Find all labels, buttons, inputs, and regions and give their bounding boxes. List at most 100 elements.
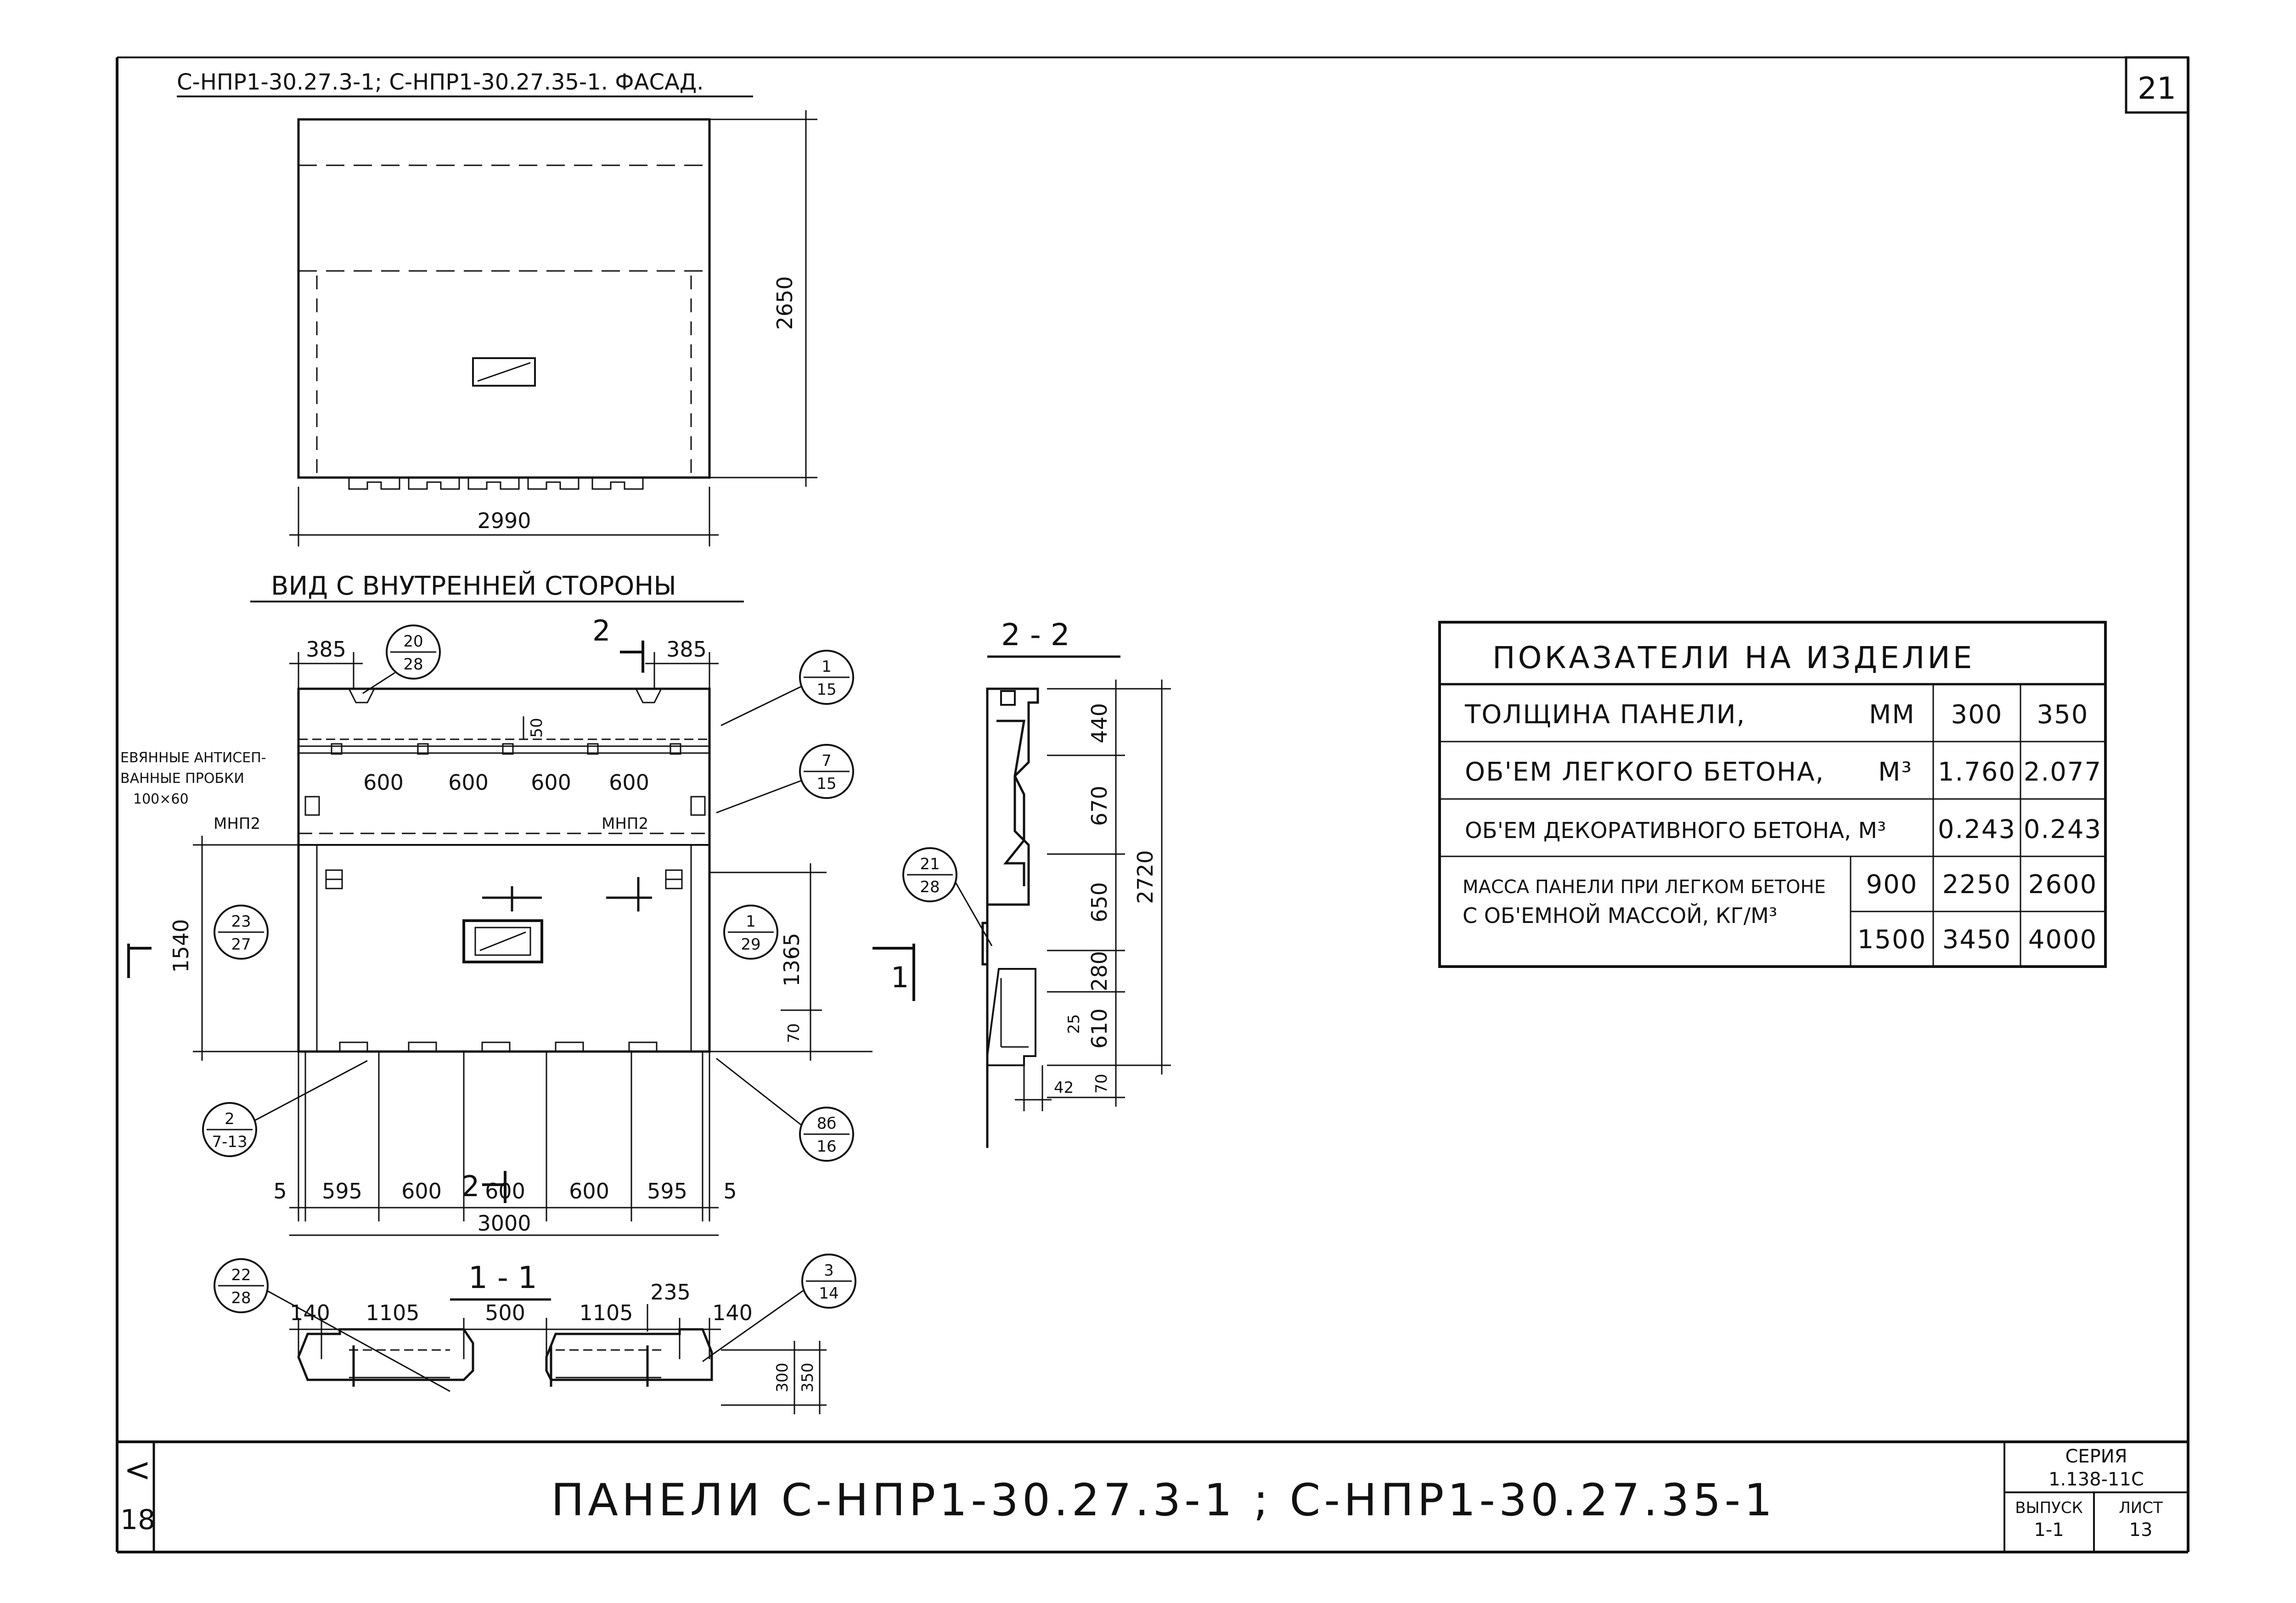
- row-light-concrete-350: 2.077: [2024, 757, 2102, 787]
- svg-text:7-13: 7-13: [212, 1133, 247, 1151]
- facade-height-dim: 2650: [772, 276, 797, 330]
- callout-2-7-13: 2 7-13: [202, 1060, 368, 1157]
- section-cut-marks: [127, 641, 915, 1203]
- svg-text:1: 1: [822, 658, 832, 676]
- sheet-label: ЛИСТ: [2119, 1499, 2163, 1517]
- svg-text:21: 21: [920, 855, 940, 873]
- callout-1-15: 1 15: [720, 650, 854, 726]
- s11-dim-500: 500: [485, 1300, 525, 1325]
- svg-text:23: 23: [231, 912, 251, 931]
- row-light-concrete-label: ОБ'ЕМ ЛЕГКОГО БЕТОНА,: [1465, 757, 1824, 787]
- spacing-dim-3: 600: [531, 770, 571, 795]
- section-mark-bottom: 2: [461, 1170, 479, 1203]
- inner-view-dimensions: [193, 652, 872, 1236]
- issue-value: 1-1: [2034, 1519, 2064, 1541]
- svg-text:28: 28: [920, 878, 940, 896]
- dim-1540: 1540: [169, 919, 193, 973]
- svg-text:28: 28: [403, 655, 423, 674]
- mass-label-line-1: МАССА ПАНЕЛИ ПРИ ЛЕГКОМ БЕТОНЕ: [1463, 877, 1826, 898]
- s11-dim-140-right: 140: [712, 1300, 753, 1325]
- bottom-dim-5-right: 5: [723, 1179, 737, 1204]
- svg-text:27: 27: [231, 935, 251, 954]
- s22-dim-610: 610: [1087, 1008, 1112, 1049]
- row-thickness-300: 300: [1951, 700, 2003, 730]
- mass-900-350: 2600: [2028, 870, 2098, 900]
- row-thickness-label: ТОЛЩИНА ПАНЕЛИ,: [1464, 700, 1745, 730]
- mass-label-line-2: С ОБ'ЕМНОЙ МАССОЙ, КГ/М³: [1463, 903, 1777, 928]
- bottom-dim-600-1: 600: [401, 1179, 442, 1204]
- facade-view: [297, 118, 711, 490]
- margin-mark: <: [124, 1451, 151, 1489]
- s22-dim-70: 70: [1092, 1074, 1111, 1093]
- section-11-title: 1 - 1: [468, 1260, 537, 1295]
- svg-text:15: 15: [816, 681, 836, 699]
- s11-dim-1105-right: 1105: [579, 1300, 633, 1325]
- svg-text:28: 28: [231, 1289, 251, 1307]
- s22-dim-42: 42: [1054, 1079, 1074, 1097]
- page-number: 21: [2138, 71, 2176, 106]
- indicators-table: [1438, 621, 2107, 968]
- callout-8b-16: 8б 16: [716, 1057, 854, 1162]
- section-11-dimensions: [289, 1304, 827, 1414]
- callout-21-28: 21 28: [902, 847, 993, 946]
- s22-dim-670: 670: [1087, 786, 1112, 826]
- s22-total-2720: 2720: [1133, 850, 1158, 904]
- label-mnp2-right: МНП2: [602, 815, 648, 833]
- s22-dim-25: 25: [1065, 1014, 1083, 1034]
- dim-50: 50: [528, 718, 546, 737]
- margin-number: 18: [120, 1504, 155, 1536]
- dim-1365: 1365: [779, 933, 804, 986]
- s11-thickness-350: 350: [799, 1363, 817, 1393]
- total-width-3000: 3000: [477, 1211, 531, 1236]
- row-deco-concrete-300: 0.243: [1938, 815, 2016, 844]
- svg-text:16: 16: [816, 1137, 836, 1156]
- row-deco-concrete-350: 0.243: [2024, 815, 2102, 844]
- spacing-dim-2: 600: [448, 770, 489, 795]
- page-number-box: 21: [2125, 56, 2189, 114]
- dim-385-right: 385: [666, 637, 707, 662]
- section-mark-right: 1: [891, 961, 909, 994]
- callout-7-15: 7 15: [716, 744, 854, 814]
- note-line-1: ЕВЯННЫЕ АНТИСЕП-: [120, 750, 266, 766]
- issue-label: ВЫПУСК: [2015, 1499, 2083, 1517]
- series-value: 1.138-11С: [2048, 1469, 2144, 1490]
- s11-thickness-300: 300: [773, 1363, 792, 1393]
- dim-70-inner: 70: [785, 1023, 803, 1043]
- sheet-value: 13: [2129, 1519, 2153, 1541]
- row-light-concrete-unit: М³: [1878, 757, 1913, 787]
- note-line-2: ВАННЫЕ ПРОБКИ: [120, 771, 244, 787]
- svg-text:1: 1: [746, 912, 756, 931]
- bottom-dim-600-3: 600: [569, 1179, 609, 1204]
- row-thickness-350: 350: [2037, 700, 2089, 730]
- label-mnp2-left: МНП2: [214, 815, 260, 833]
- inner-view-title: ВИД С ВНУТРЕННЕЙ СТОРОНЫ: [271, 571, 676, 601]
- callout-22-28: 22 28: [214, 1258, 450, 1392]
- bottom-dim-595-right: 595: [647, 1179, 687, 1204]
- callout-1-29: 1 29: [723, 905, 778, 960]
- section-mark-top: 2: [592, 614, 610, 647]
- svg-text:20: 20: [403, 632, 423, 651]
- section-11-profile: [297, 1328, 713, 1387]
- facade-width-dim: 2990: [477, 508, 531, 533]
- section-22-dimensions: [1015, 680, 1171, 1111]
- svg-text:2: 2: [225, 1110, 235, 1128]
- callout-23-27: 23 27: [214, 905, 269, 960]
- s11-dim-1105-left: 1105: [366, 1300, 419, 1325]
- indicators-title: ПОКАЗАТЕЛИ НА ИЗДЕЛИЕ: [1492, 640, 1975, 675]
- section-22-profile: [981, 687, 1039, 1148]
- dim-385-left: 385: [306, 637, 346, 662]
- svg-text:22: 22: [231, 1266, 251, 1284]
- section-22-title: 2 - 2: [1001, 617, 1070, 652]
- svg-text:8б: 8б: [817, 1114, 837, 1133]
- mass-1500-350: 4000: [2028, 925, 2098, 955]
- facade-title: С-НПР1-30.27.3-1; С-НПР1-30.27.35-1. ФАС…: [177, 69, 704, 95]
- note-line-3: 100×60: [133, 791, 189, 807]
- svg-text:3: 3: [824, 1261, 834, 1280]
- mass-density-1500: 1500: [1857, 925, 1927, 955]
- inner-view: [297, 687, 711, 1053]
- svg-text:14: 14: [819, 1284, 838, 1303]
- spacing-dim-4: 600: [609, 770, 649, 795]
- s22-dim-650: 650: [1087, 882, 1112, 922]
